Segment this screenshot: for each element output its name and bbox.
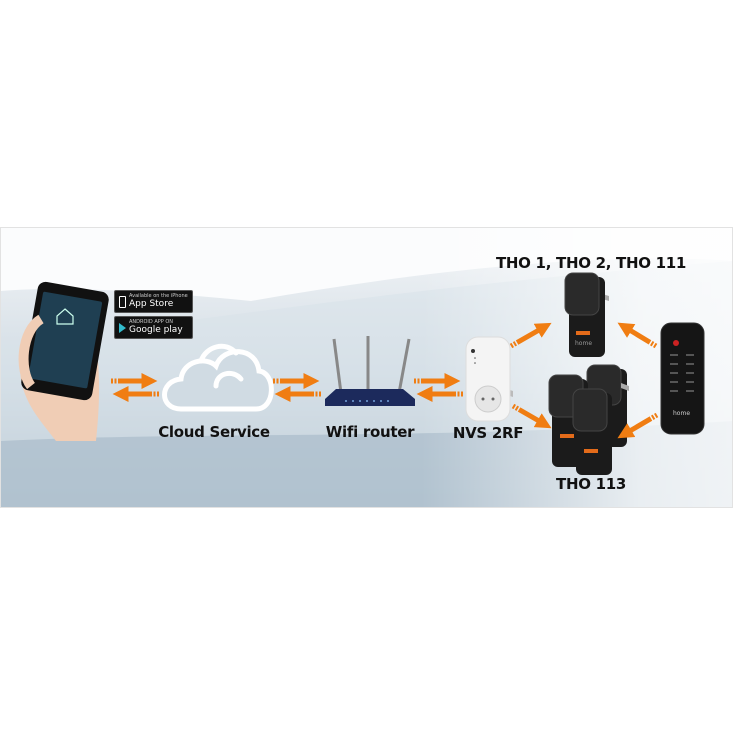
wifi-router-label: Wifi router — [325, 423, 415, 441]
badge-caption: Available on the iPhone — [129, 293, 188, 299]
google-play-icon — [119, 322, 126, 333]
arrow-remote-to-top-socket — [617, 322, 658, 349]
socket-brand-logo: home — [575, 340, 593, 347]
smartphone-in-hand — [18, 281, 109, 441]
apple-phone-icon — [119, 295, 126, 308]
diagram-graphics — [1, 228, 732, 507]
cloud-service-label: Cloud Service — [158, 423, 270, 441]
remote-control — [660, 322, 705, 435]
gateway-label: NVS 2RF — [452, 424, 524, 442]
arrow-remote-to-bottom-sockets — [617, 412, 659, 439]
remote-brand-logo: home — [673, 410, 691, 417]
wifi-router — [325, 336, 415, 406]
badge-caption: ANDROID APP ON — [129, 319, 174, 325]
connection-arrows — [111, 322, 659, 439]
badge-title: Google play — [129, 325, 183, 335]
arrow-gateway-to-bottom-sockets — [511, 403, 552, 429]
bottom-sockets-label: THO 113 — [556, 475, 626, 493]
badge-title: App Store — [129, 299, 174, 309]
top-sockets-label: THO 1, THO 2, THO 111 — [495, 254, 687, 272]
arrow-gateway-to-top-socket — [509, 322, 552, 349]
tho-socket-single — [564, 272, 609, 357]
nvs-2rf-gateway-plug — [465, 336, 513, 422]
cloud-icon — [162, 343, 274, 412]
home-app-icon — [56, 308, 74, 325]
tho-113-sockets — [548, 364, 629, 475]
